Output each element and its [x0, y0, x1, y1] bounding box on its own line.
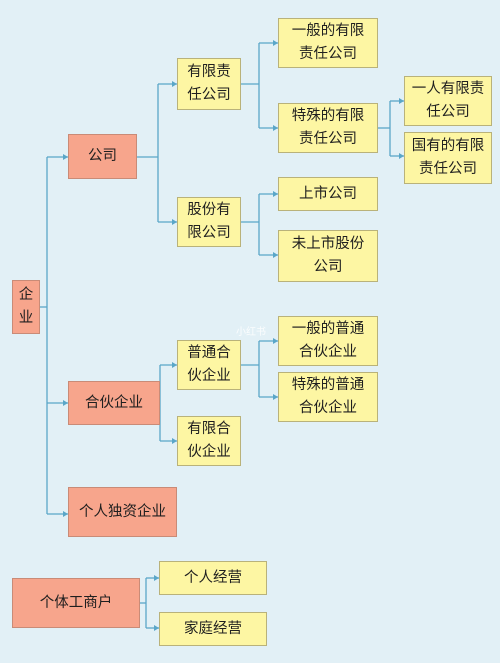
node-weishangshi-label: 未上市股份 公司: [291, 236, 365, 275]
node-yiren-youxian-label: 一人有限责 任公司: [411, 81, 485, 120]
node-guoyou-label: 国有的有限 责任公司: [411, 138, 485, 177]
node-geren-jingying: 个人经营: [159, 561, 267, 595]
node-teshu-putong: 特殊的普通 合伙企业: [278, 372, 378, 422]
node-gongsi: 公司: [68, 134, 137, 179]
node-jiating-jingying-label: 家庭经营: [184, 620, 242, 637]
node-yiban-youxian: 一般的有限 责任公司: [278, 18, 378, 68]
node-teshu-youxian: 特殊的有限 责任公司: [278, 103, 378, 153]
node-guoyou: 国有的有限 责任公司: [404, 132, 492, 184]
node-youxian-hehuo: 有限合 伙企业: [177, 416, 241, 466]
node-shangshi: 上市公司: [278, 177, 378, 211]
node-youxian-hehuo-label: 有限合 伙企业: [187, 421, 231, 460]
node-weishangshi: 未上市股份 公司: [278, 230, 378, 282]
node-yiban-putong: 一般的普通 合伙企业: [278, 316, 378, 366]
node-qiye-label: 企业: [18, 287, 34, 326]
node-youxian-zeren-gongsi-label: 有限责 任公司: [187, 64, 231, 103]
node-geren-jingying-label: 个人经营: [184, 569, 242, 586]
watermark-logo: 小红书: [236, 327, 266, 338]
node-gongsi-label: 公司: [88, 148, 117, 164]
node-getigongshanghu: 个体工商户: [12, 578, 140, 628]
node-geren-duzi: 个人独资企业: [68, 487, 177, 537]
node-gufen-youxian: 股份有 限公司: [177, 197, 241, 247]
node-qiye: 企业: [12, 280, 40, 334]
node-getigongshanghu-label: 个体工商户: [39, 594, 113, 611]
node-youxian-zeren-gongsi: 有限责 任公司: [177, 58, 241, 110]
node-yiren-youxian: 一人有限责 任公司: [404, 76, 492, 126]
node-teshu-youxian-label: 特殊的有限 责任公司: [291, 108, 365, 147]
node-yiban-youxian-label: 一般的有限 责任公司: [291, 23, 365, 62]
node-putong-hehuo: 普通合 伙企业: [177, 340, 241, 390]
node-hehuo-label: 合伙企业: [85, 394, 143, 411]
node-teshu-putong-label: 特殊的普通 合伙企业: [291, 377, 365, 416]
node-geren-duzi-label: 个人独资企业: [79, 503, 166, 520]
node-hehuo: 合伙企业: [68, 381, 160, 425]
node-yiban-putong-label: 一般的普通 合伙企业: [291, 321, 365, 360]
node-jiating-jingying: 家庭经营: [159, 612, 267, 646]
node-shangshi-label: 上市公司: [299, 185, 357, 202]
node-putong-hehuo-label: 普通合 伙企业: [187, 345, 231, 384]
node-gufen-youxian-label: 股份有 限公司: [187, 202, 231, 241]
